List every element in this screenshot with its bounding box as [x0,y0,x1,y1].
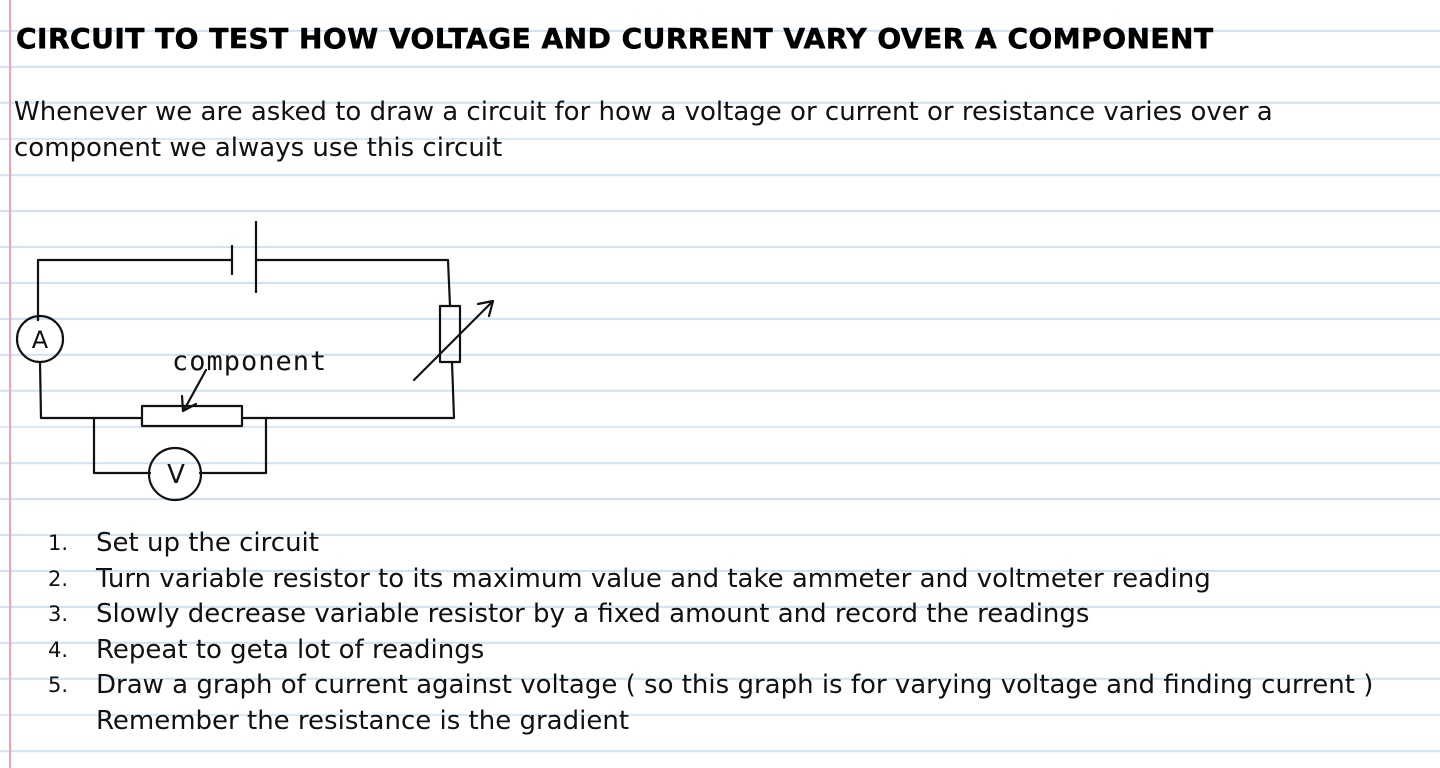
wire-top-right [254,258,452,308]
step-text: Set up the circuit [96,528,319,558]
component-resistor [140,404,244,428]
voltmeter-label: V [167,460,185,490]
step-text: Turn variable resistor to its maximum va… [96,563,1211,594]
list-item: 3. Slowly decrease variable resistor by … [0,597,1373,633]
circuit-diagram: A V component [15,220,495,502]
notebook-margin-line [9,0,11,768]
procedure-steps: 1. Set up the circuit 2. Turn variable r… [0,526,1373,739]
step-text: Repeat to geta lot of readings [96,634,485,665]
list-item: 5. Draw a graph of current against volta… [0,668,1373,739]
wire-right [240,360,456,420]
step-number: 3. [48,602,69,626]
step-number: 4. [48,637,69,662]
voltmeter-symbol [147,446,203,502]
step-text: Draw a graph of current against voltage … [96,670,1374,700]
ammeter-label: A [32,326,49,354]
page-title: CIRCUIT TO TEST HOW VOLTAGE AND CURRENT … [16,22,1214,56]
step-number: 5. [48,673,69,697]
voltmeter-branch-left [92,416,152,475]
voltmeter-branch-right [198,416,268,475]
list-item: 2. Turn variable resistor to its maximum… [0,562,1373,598]
step-continuation-text: Remember the resistance is the gradient [96,705,630,736]
intro-paragraph: Whenever we are asked to draw a circuit … [14,97,1273,163]
wire-top-left [36,258,234,322]
list-item: 1. Set up the circuit [0,526,1373,562]
wire-left-bottom [38,360,144,420]
step-text: Slowly decrease variable resistor by a f… [96,599,1090,629]
step-number: 1. [48,531,69,555]
list-item: 4. Repeat to geta lot of readings [0,633,1373,669]
component-label: component [172,346,327,377]
component-pointer-arrow [182,368,208,412]
variable-resistor [438,304,462,364]
variable-resistor-arrow [412,300,494,382]
step-number: 2. [48,566,69,591]
